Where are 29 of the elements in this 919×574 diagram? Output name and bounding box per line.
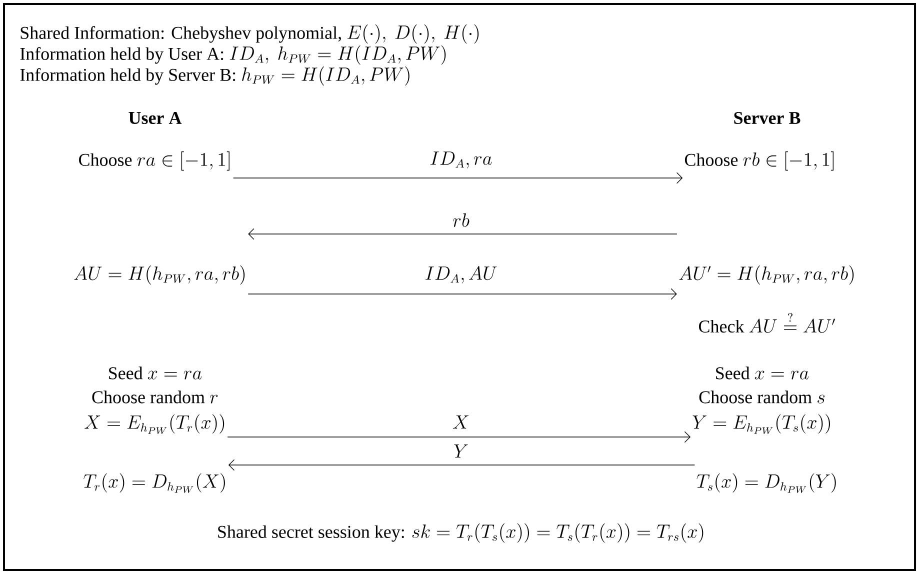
edge-label: $X$	[451, 414, 471, 430]
step-text: $AU=H(h_{PW},ra,rb)$	[74, 265, 245, 285]
arrow	[228, 459, 696, 471]
step-text: $X=E_{h_{PW}}(T_r(x))$	[84, 414, 224, 434]
edge-label: $ID_A,AU$	[423, 265, 499, 285]
arrow	[227, 431, 691, 443]
arrow	[232, 172, 683, 184]
column-heading: Server B	[734, 112, 800, 124]
arrow	[248, 288, 677, 300]
step-text: $T_r(x)=D_{h_{PW}}(X)$	[84, 473, 225, 493]
step-text: $\text{Choose random }r$	[92, 390, 218, 404]
check-text: $\text{Check }AU\stackrel{?}{=}AU'$	[698, 313, 835, 333]
step-text: $Y=E_{h_{PW}}(T_s(x))$	[692, 414, 830, 434]
step-text: $T_s(x)=D_{h_{PW}}(Y)$	[696, 473, 836, 493]
column-heading: User A	[128, 112, 182, 124]
edge-label: $ID_A,ra$	[428, 150, 494, 170]
step-text: $\text{Choose }ra\in[-1,1]$	[79, 151, 230, 171]
header-text: $\text{Information held by Server B: }h_{PW}=H(ID_A,PW)$	[20, 66, 410, 86]
header-text: $\text{Information held by User A: }ID_A,\ h_{PW}=H(ID_A,PW)$	[20, 45, 446, 65]
step-text: $\text{Choose }rb\in[-1,1]$	[684, 151, 834, 171]
step-text: $AU'=H(h_{PW},ra,rb)$	[679, 265, 854, 285]
step-text: $\text{Seed }x=ra$	[716, 366, 809, 380]
arrow	[248, 228, 678, 240]
key-text: $\text{Shared secret session key: }sk=T_r(T_s(x))=T_s(T_r(x))=T_{rs}(x)$	[218, 523, 704, 543]
edge-label: $rb$	[451, 212, 471, 228]
edge-label: $Y$	[452, 443, 470, 459]
header-text: $\text{Shared Information: Chebyshev polynomial, }E(\cdot),\ D(\cdot),\ H(\cdot)$	[20, 24, 479, 44]
step-text: $\text{Seed }x=ra$	[109, 366, 202, 380]
step-text: $\text{Choose random }s$	[699, 390, 824, 404]
